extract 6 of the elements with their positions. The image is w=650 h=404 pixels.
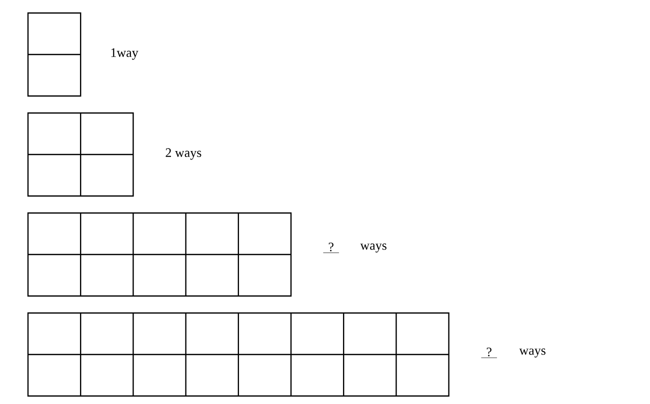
- ways-label: 2 ways: [166, 148, 202, 160]
- ways-label: ways: [360, 244, 386, 252]
- ways-label: 1way: [111, 48, 138, 60]
- ways-label: ways: [519, 348, 546, 358]
- fill-in-blank: ?: [323, 242, 340, 253]
- fill-in-blank: ?: [481, 348, 498, 358]
